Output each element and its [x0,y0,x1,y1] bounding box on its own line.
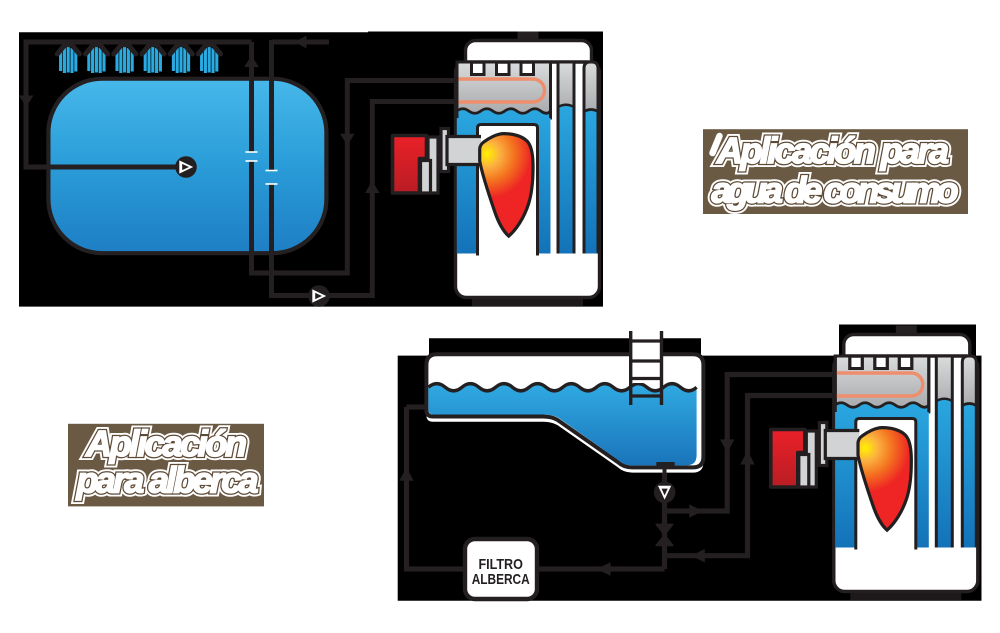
svg-text:FILTRO: FILTRO [478,557,523,573]
svg-text:ALBERCA: ALBERCA [472,572,530,588]
svg-text:Aplicación para: Aplicación para [716,130,949,171]
svg-text:Aplicación para: Aplicación para [716,130,949,171]
svg-text:para alberca: para alberca [76,459,259,500]
svg-text:agua de consumo: agua de consumo [712,170,959,211]
svg-text:Aplicación: Aplicación [85,423,247,464]
svg-text:Aplicación: Aplicación [85,423,247,464]
svg-text:Aplicación: Aplicación [85,423,247,464]
svg-text:agua de consumo: agua de consumo [712,170,959,211]
svg-text:para alberca: para alberca [76,459,259,500]
svg-text:Aplicación para: Aplicación para [716,130,949,171]
svg-text:agua de consumo: agua de consumo [712,170,959,211]
svg-text:para alberca: para alberca [76,459,259,500]
